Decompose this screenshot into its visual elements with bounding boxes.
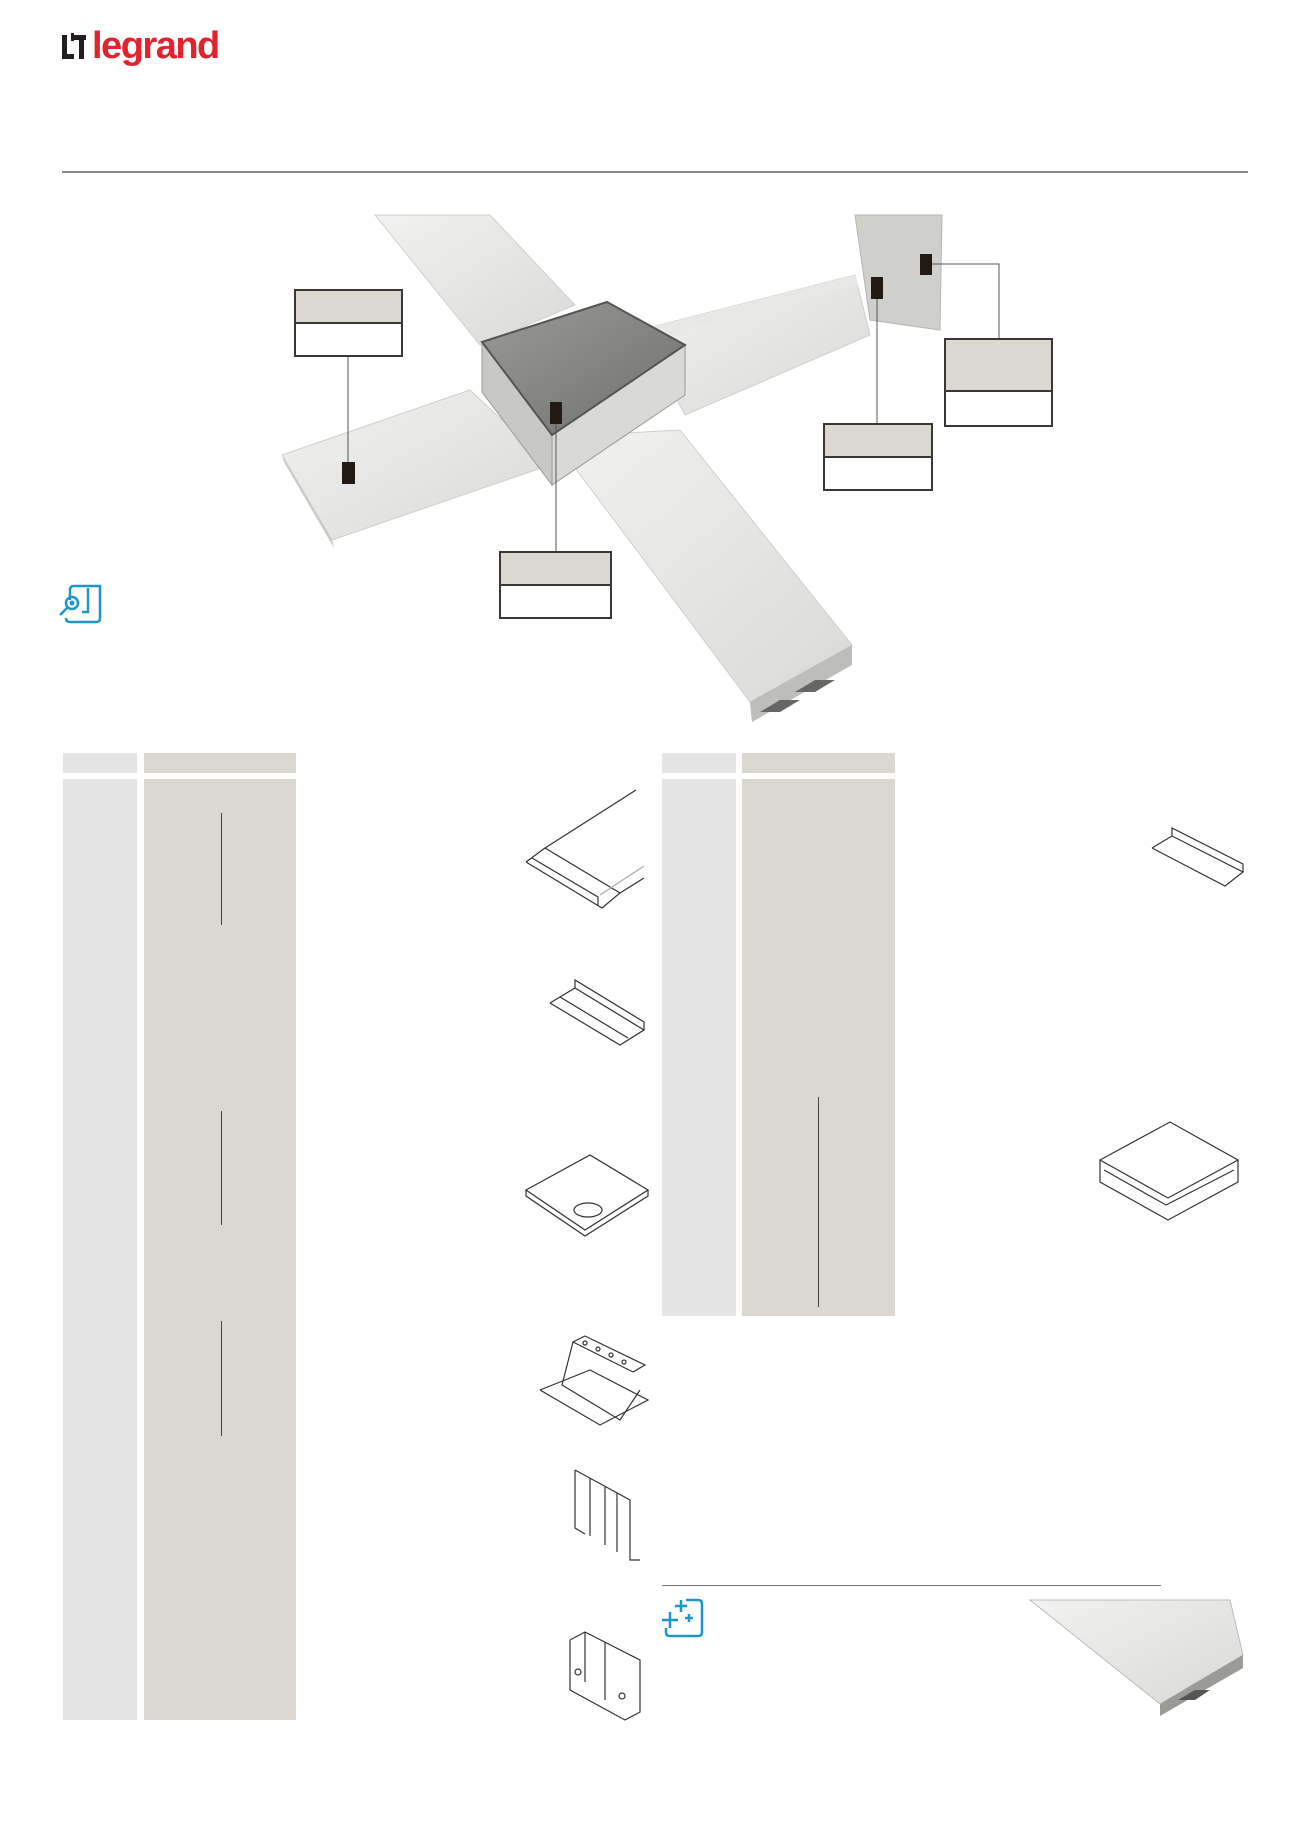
callout-leaders	[347, 263, 1000, 552]
end-cap-drawing	[1151, 827, 1245, 887]
group-bracket	[221, 813, 222, 925]
duct-photo	[1028, 1599, 1244, 1716]
left-table-col1	[63, 779, 137, 1720]
legrand-logo: legrand	[62, 25, 220, 67]
partitioned-box-drawing	[569, 1631, 641, 1721]
left-table-col2	[144, 779, 296, 1720]
section-divider	[662, 1585, 1161, 1586]
logo-mark-icon	[62, 33, 86, 59]
junction-piece-drawing	[549, 978, 646, 1046]
right-table-header-col1	[662, 753, 736, 773]
group-bracket	[221, 1321, 222, 1436]
floor-box-drawing	[1098, 1121, 1240, 1221]
additional-info-icon	[662, 1598, 704, 1638]
catalogue-search-icon	[59, 584, 102, 624]
square-box-drawing	[524, 1154, 650, 1237]
callout-markers	[342, 254, 932, 484]
product-drawings	[524, 789, 1245, 1721]
bracket-drawing	[539, 1335, 650, 1426]
right-table-header-col2	[742, 753, 895, 773]
left-table-header-col2	[144, 753, 296, 773]
logo-text: legrand	[92, 25, 220, 67]
duct-section-drawing	[525, 789, 645, 909]
header-divider	[62, 171, 1248, 173]
divider-piece-drawing	[574, 1469, 640, 1561]
group-bracket	[221, 1111, 222, 1225]
group-bracket	[818, 1097, 819, 1307]
left-table-header-col1	[63, 753, 137, 773]
right-table-col1	[662, 779, 736, 1316]
callout-labels	[294, 289, 1053, 619]
floor-duct-system-photo	[281, 214, 943, 722]
